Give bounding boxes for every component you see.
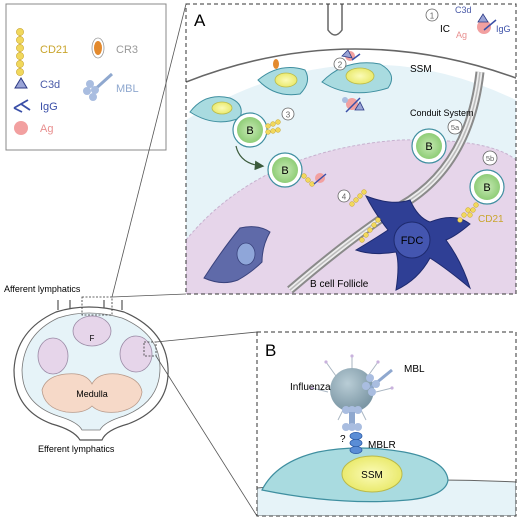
panel-b-ssm-nucleus (341, 455, 403, 493)
panel-b-label: B (265, 341, 276, 360)
mbl-label: MBL (404, 364, 425, 375)
medulla-label: Medulla (76, 389, 108, 399)
cd21-legend-icon (16, 28, 24, 76)
cd21-legend-label: CD21 (40, 44, 68, 56)
b-cell-5b (469, 169, 505, 205)
ic-label: IC (440, 24, 450, 35)
immune-complex-2 (341, 49, 361, 61)
igg-legend-icon (13, 99, 31, 113)
node-follicle-right (119, 335, 153, 373)
mbl-bound (342, 406, 362, 431)
zoom-line-a-bottom (111, 293, 187, 298)
panel-b: B MBL Influenza (256, 331, 517, 517)
panel-a: B B (185, 3, 517, 295)
cr3-marker (273, 59, 279, 69)
mblr-label: MBLR (368, 440, 396, 451)
immune-complex-4 (313, 173, 327, 185)
step-2-label: 2 (338, 61, 343, 70)
ic-key: 1 IC C3d Ag IgG (425, 5, 511, 40)
cr3-legend-label: CR3 (116, 44, 138, 56)
c3d-legend-icon (14, 77, 28, 89)
efferent-label: Efferent lymphatics (38, 444, 115, 454)
zoom-box-b (143, 341, 157, 357)
cd21-chain-fdc (359, 207, 471, 243)
panel-a-label: A (194, 11, 206, 30)
lymph-node: Afferent lymphatics F Medulla Efferent l… (4, 284, 169, 454)
legend-panel: CD21 CR3 C3d MBL IgG Ag (5, 3, 167, 151)
mblr-receptor (349, 431, 363, 454)
afferent-vessels (57, 300, 123, 312)
migration-arrow (235, 145, 265, 171)
step-4-label: 4 (342, 193, 347, 202)
panel-b-ssm-label: SSM (361, 470, 383, 481)
node-follicle-top (72, 315, 112, 347)
capsule-line (186, 48, 516, 83)
c3d-legend-label: C3d (40, 79, 60, 91)
step-5a-marker (447, 119, 463, 135)
zoom-line-b-top (155, 331, 258, 343)
fdc-label: FDC (401, 235, 424, 247)
cd21-chain-5b (467, 202, 479, 218)
b-cell-5a (411, 128, 447, 164)
panel-b-frame (256, 331, 517, 517)
conduit-label: Conduit System (410, 108, 474, 118)
ssm-cell-left (189, 96, 242, 123)
mbl-legend-icon (83, 72, 114, 101)
tingible-macrophage (203, 226, 271, 284)
ag-legend-icon (14, 121, 28, 135)
b-cell-5b-label: B (483, 182, 490, 194)
follicle-f-label: F (90, 334, 95, 343)
ic-ag-label: Ag (456, 30, 467, 40)
igg-legend-label: IgG (40, 101, 58, 113)
mbl-legend-label: MBL (116, 83, 139, 95)
immune-complex-sinus (342, 97, 365, 113)
ic-igg-label: IgG (496, 24, 511, 34)
mbl-molecule (362, 368, 393, 396)
step-2-marker (333, 57, 347, 71)
step-3-marker (281, 107, 295, 121)
fdc-cd21-label: CD21 (478, 214, 504, 225)
zoom-line-a-top (111, 3, 187, 298)
ic-number: 1 (430, 12, 435, 21)
afferent-label: Afferent lymphatics (4, 284, 81, 294)
step-5b-marker (482, 150, 498, 166)
node-follicle-left (37, 337, 69, 375)
ssm-cell-mid (257, 67, 309, 96)
ag-legend-label: Ag (40, 123, 53, 135)
zoom-box-a (81, 296, 113, 316)
influenza-label: Influenza (290, 382, 331, 393)
panel-a-frame (185, 3, 517, 295)
step-3-label: 3 (286, 111, 291, 120)
fdc-cell (354, 195, 471, 291)
zoom-line-b-bottom (155, 355, 258, 517)
influenza-virus (310, 354, 394, 421)
b-cell-3 (232, 112, 268, 148)
b-cell-4 (267, 152, 303, 188)
question-mark: ? (340, 434, 346, 445)
node-medulla (41, 373, 143, 413)
cr3-legend-icon (91, 37, 105, 59)
b-cell-3-label: B (246, 125, 253, 137)
cd21-chain-3 (265, 119, 281, 135)
ssm-label: SSM (410, 64, 432, 75)
b-cell-4-label: B (281, 165, 288, 177)
step-5b-label: 5b (486, 154, 494, 163)
follicle-label: B cell Follicle (310, 279, 369, 290)
ic-c3d-label: C3d (455, 5, 472, 15)
step-4-marker (337, 189, 351, 203)
cd21-chain-4 (301, 173, 315, 187)
cd21-chain-free (349, 189, 367, 207)
b-cell-5a-label: B (425, 141, 432, 153)
step-5a-label: 5a (451, 123, 460, 132)
